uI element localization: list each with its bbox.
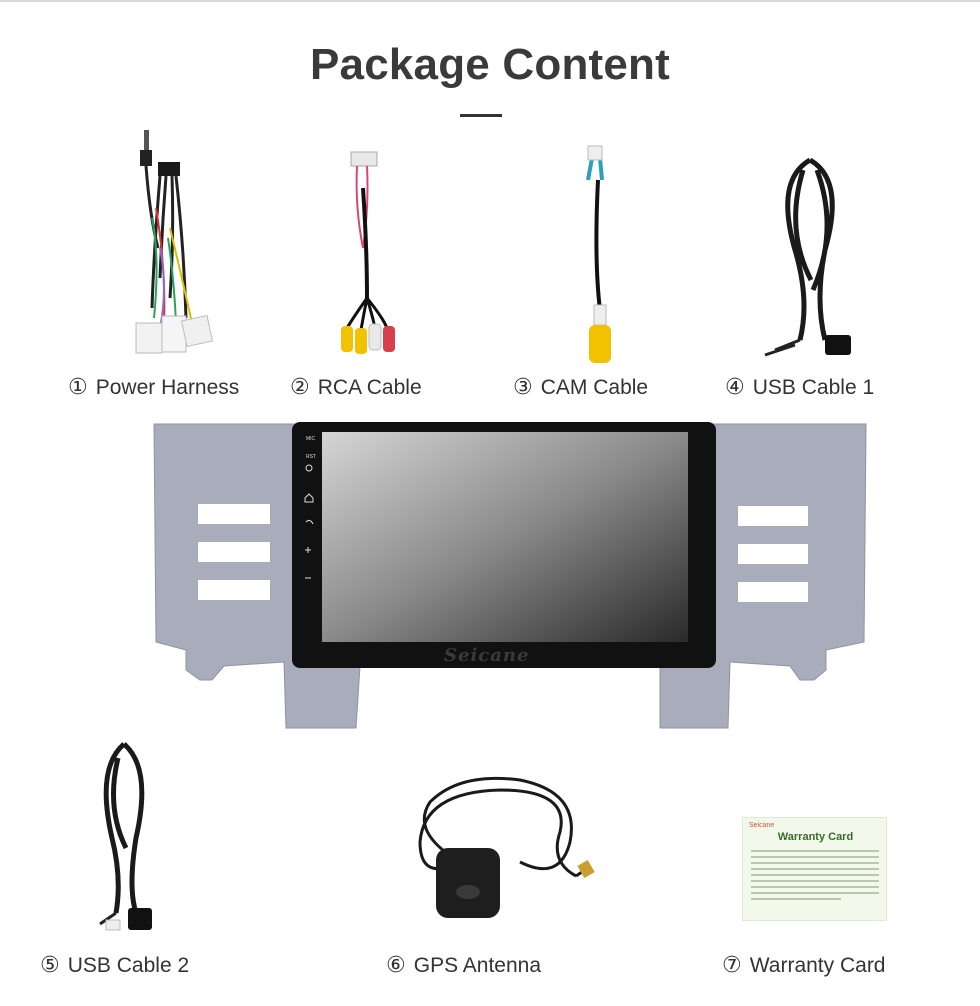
warranty-card-icon: Seicane Warranty Card	[742, 817, 887, 921]
head-unit-image: MIC RST	[150, 418, 870, 730]
rca-cable-icon	[333, 148, 403, 368]
svg-text:RST: RST	[306, 454, 316, 460]
usb-cable-icon	[86, 738, 166, 938]
card-title: Warranty Card	[777, 831, 854, 843]
usb-cable-icon	[755, 140, 865, 370]
cam-cable-icon	[580, 140, 620, 370]
page-title: Package Content	[310, 40, 670, 89]
svg-text:MIC: MIC	[306, 436, 316, 442]
card-text-lines	[751, 850, 879, 904]
power-harness-icon	[130, 128, 220, 368]
gps-antenna-icon	[400, 772, 610, 932]
top-divider	[0, 0, 980, 2]
brand-logo: Seicane	[444, 645, 530, 666]
title-underline	[460, 114, 502, 117]
card-brand: Seicane	[749, 822, 775, 829]
